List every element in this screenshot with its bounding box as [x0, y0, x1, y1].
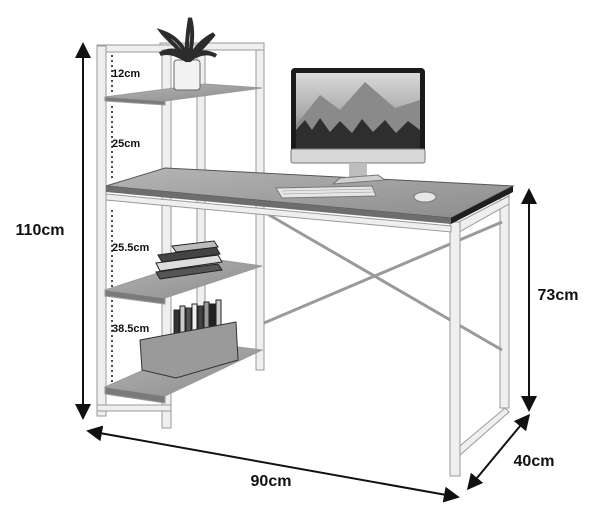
- width-arrow: [86, 425, 460, 503]
- keyboard: [275, 185, 377, 199]
- width-label: 90cm: [251, 473, 292, 490]
- mouse: [413, 191, 437, 203]
- tower-bottom-rail: [96, 404, 172, 412]
- keyboard-keys: [281, 188, 375, 195]
- overall-height-label: 110cm: [16, 222, 65, 239]
- tower-back-post-right: [255, 43, 265, 371]
- plant-leaves: [156, 17, 218, 62]
- desk-top-edge: [106, 186, 451, 224]
- monitor: [290, 68, 426, 185]
- desk-front-leg: [449, 221, 461, 477]
- x-brace-b: [263, 220, 503, 325]
- x-brace-a: [263, 210, 503, 352]
- monitor-foot: [331, 174, 387, 185]
- plant: [156, 17, 218, 91]
- desk-height-label: 73cm: [538, 287, 579, 304]
- book-stack: [155, 240, 223, 280]
- monitor-neck: [349, 163, 367, 179]
- desk-apron: [105, 193, 452, 233]
- shelf-gap-4-label: 38.5cm: [112, 323, 150, 335]
- shelf-gap-3-label: 25.5cm: [112, 242, 150, 254]
- plant-pot: [173, 59, 201, 91]
- shelf-1-edge: [104, 96, 166, 106]
- dimension-arrows: [75, 42, 537, 503]
- shelf-gap-1-label: 12cm: [112, 68, 140, 80]
- depth-label: 40cm: [514, 453, 555, 470]
- storage-box: [139, 321, 239, 379]
- shelf-gap-2-label: 25cm: [112, 138, 140, 150]
- shelf-3-edge: [104, 289, 166, 305]
- book-box: [139, 299, 239, 379]
- depth-arrow: [466, 413, 531, 491]
- forest-image: [296, 118, 420, 149]
- shelf-4-edge: [104, 386, 166, 404]
- tower-front-post-left: [96, 45, 107, 417]
- monitor-chin: [290, 148, 426, 164]
- desk-top-edge-right: [451, 186, 513, 224]
